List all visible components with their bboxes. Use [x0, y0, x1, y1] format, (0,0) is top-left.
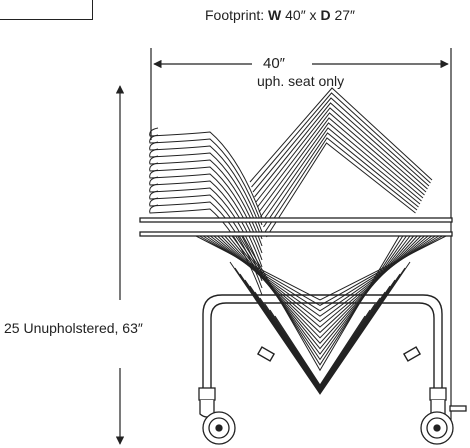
- chair-outline: [257, 112, 425, 208]
- chair-outline: [234, 267, 406, 394]
- stacked-chairs-left: [149, 127, 263, 296]
- chair-outline: [249, 87, 433, 183]
- dolly-cart-frame: [202, 294, 443, 388]
- chair-outline: [149, 162, 263, 254]
- chair-outline: [238, 235, 404, 366]
- chair-outline: [149, 190, 263, 282]
- chair-outline: [260, 122, 422, 218]
- chair-outline: [149, 134, 263, 226]
- chair-outline: [252, 97, 430, 193]
- chair-outline: [259, 297, 381, 389]
- chair-outline: [149, 148, 263, 240]
- chair-outline: [228, 235, 414, 350]
- chair-outline: [229, 261, 411, 395]
- chair-outline: [264, 137, 418, 233]
- chair-outline: [264, 303, 376, 388]
- seat-rail: [139, 217, 453, 237]
- chair-outline: [149, 197, 263, 289]
- chair-outline: [220, 235, 422, 339]
- chair-outline: [254, 291, 386, 390]
- caster-wheel-icon: [198, 387, 236, 445]
- chair-outline: [239, 273, 401, 393]
- footprint-d-value: 27″: [330, 7, 355, 23]
- stacked-chair-legs: [195, 235, 447, 395]
- chair-outline: [149, 169, 263, 261]
- chair-outline: [255, 107, 427, 203]
- chair-outline: [149, 204, 263, 296]
- footprint-d-letter: D: [320, 7, 331, 23]
- chair-outline: [263, 132, 419, 228]
- height-dimension-label: 25 Unupholstered, 63″: [4, 320, 143, 336]
- caster-wheel-icon: [420, 387, 467, 445]
- chair-outline: [224, 235, 418, 344]
- chair-outline: [266, 142, 416, 238]
- chair-outline: [149, 141, 263, 233]
- width-dimension-value: 40″: [263, 55, 285, 72]
- width-dimension-line: [150, 48, 452, 430]
- footprint-w-letter: W: [268, 7, 282, 23]
- chair-outline: [149, 127, 263, 219]
- stacked-chairs-right: [249, 87, 433, 238]
- chair-outline: [235, 235, 407, 361]
- corner-frame: [0, 0, 93, 20]
- chair-outline: [149, 176, 263, 268]
- footprint-w-value: 40″ x: [281, 7, 321, 23]
- chair-outline: [231, 235, 411, 355]
- footprint-label: Footprint: W 40″ x D 27″: [205, 7, 355, 23]
- chair-outline: [274, 315, 366, 386]
- chair-outline: [249, 285, 391, 391]
- chair-outline: [251, 92, 431, 188]
- chair-outline: [261, 127, 421, 223]
- chair-outline: [242, 235, 400, 372]
- footprint-prefix: Footprint:: [205, 7, 269, 23]
- chair-outline: [269, 309, 371, 387]
- chair-outline: [258, 117, 424, 213]
- chair-outline: [149, 183, 263, 275]
- width-dimension-note: uph. seat only: [257, 73, 345, 89]
- chair-outline: [254, 102, 428, 198]
- chair-outline: [244, 279, 396, 392]
- chair-outline: [149, 155, 263, 247]
